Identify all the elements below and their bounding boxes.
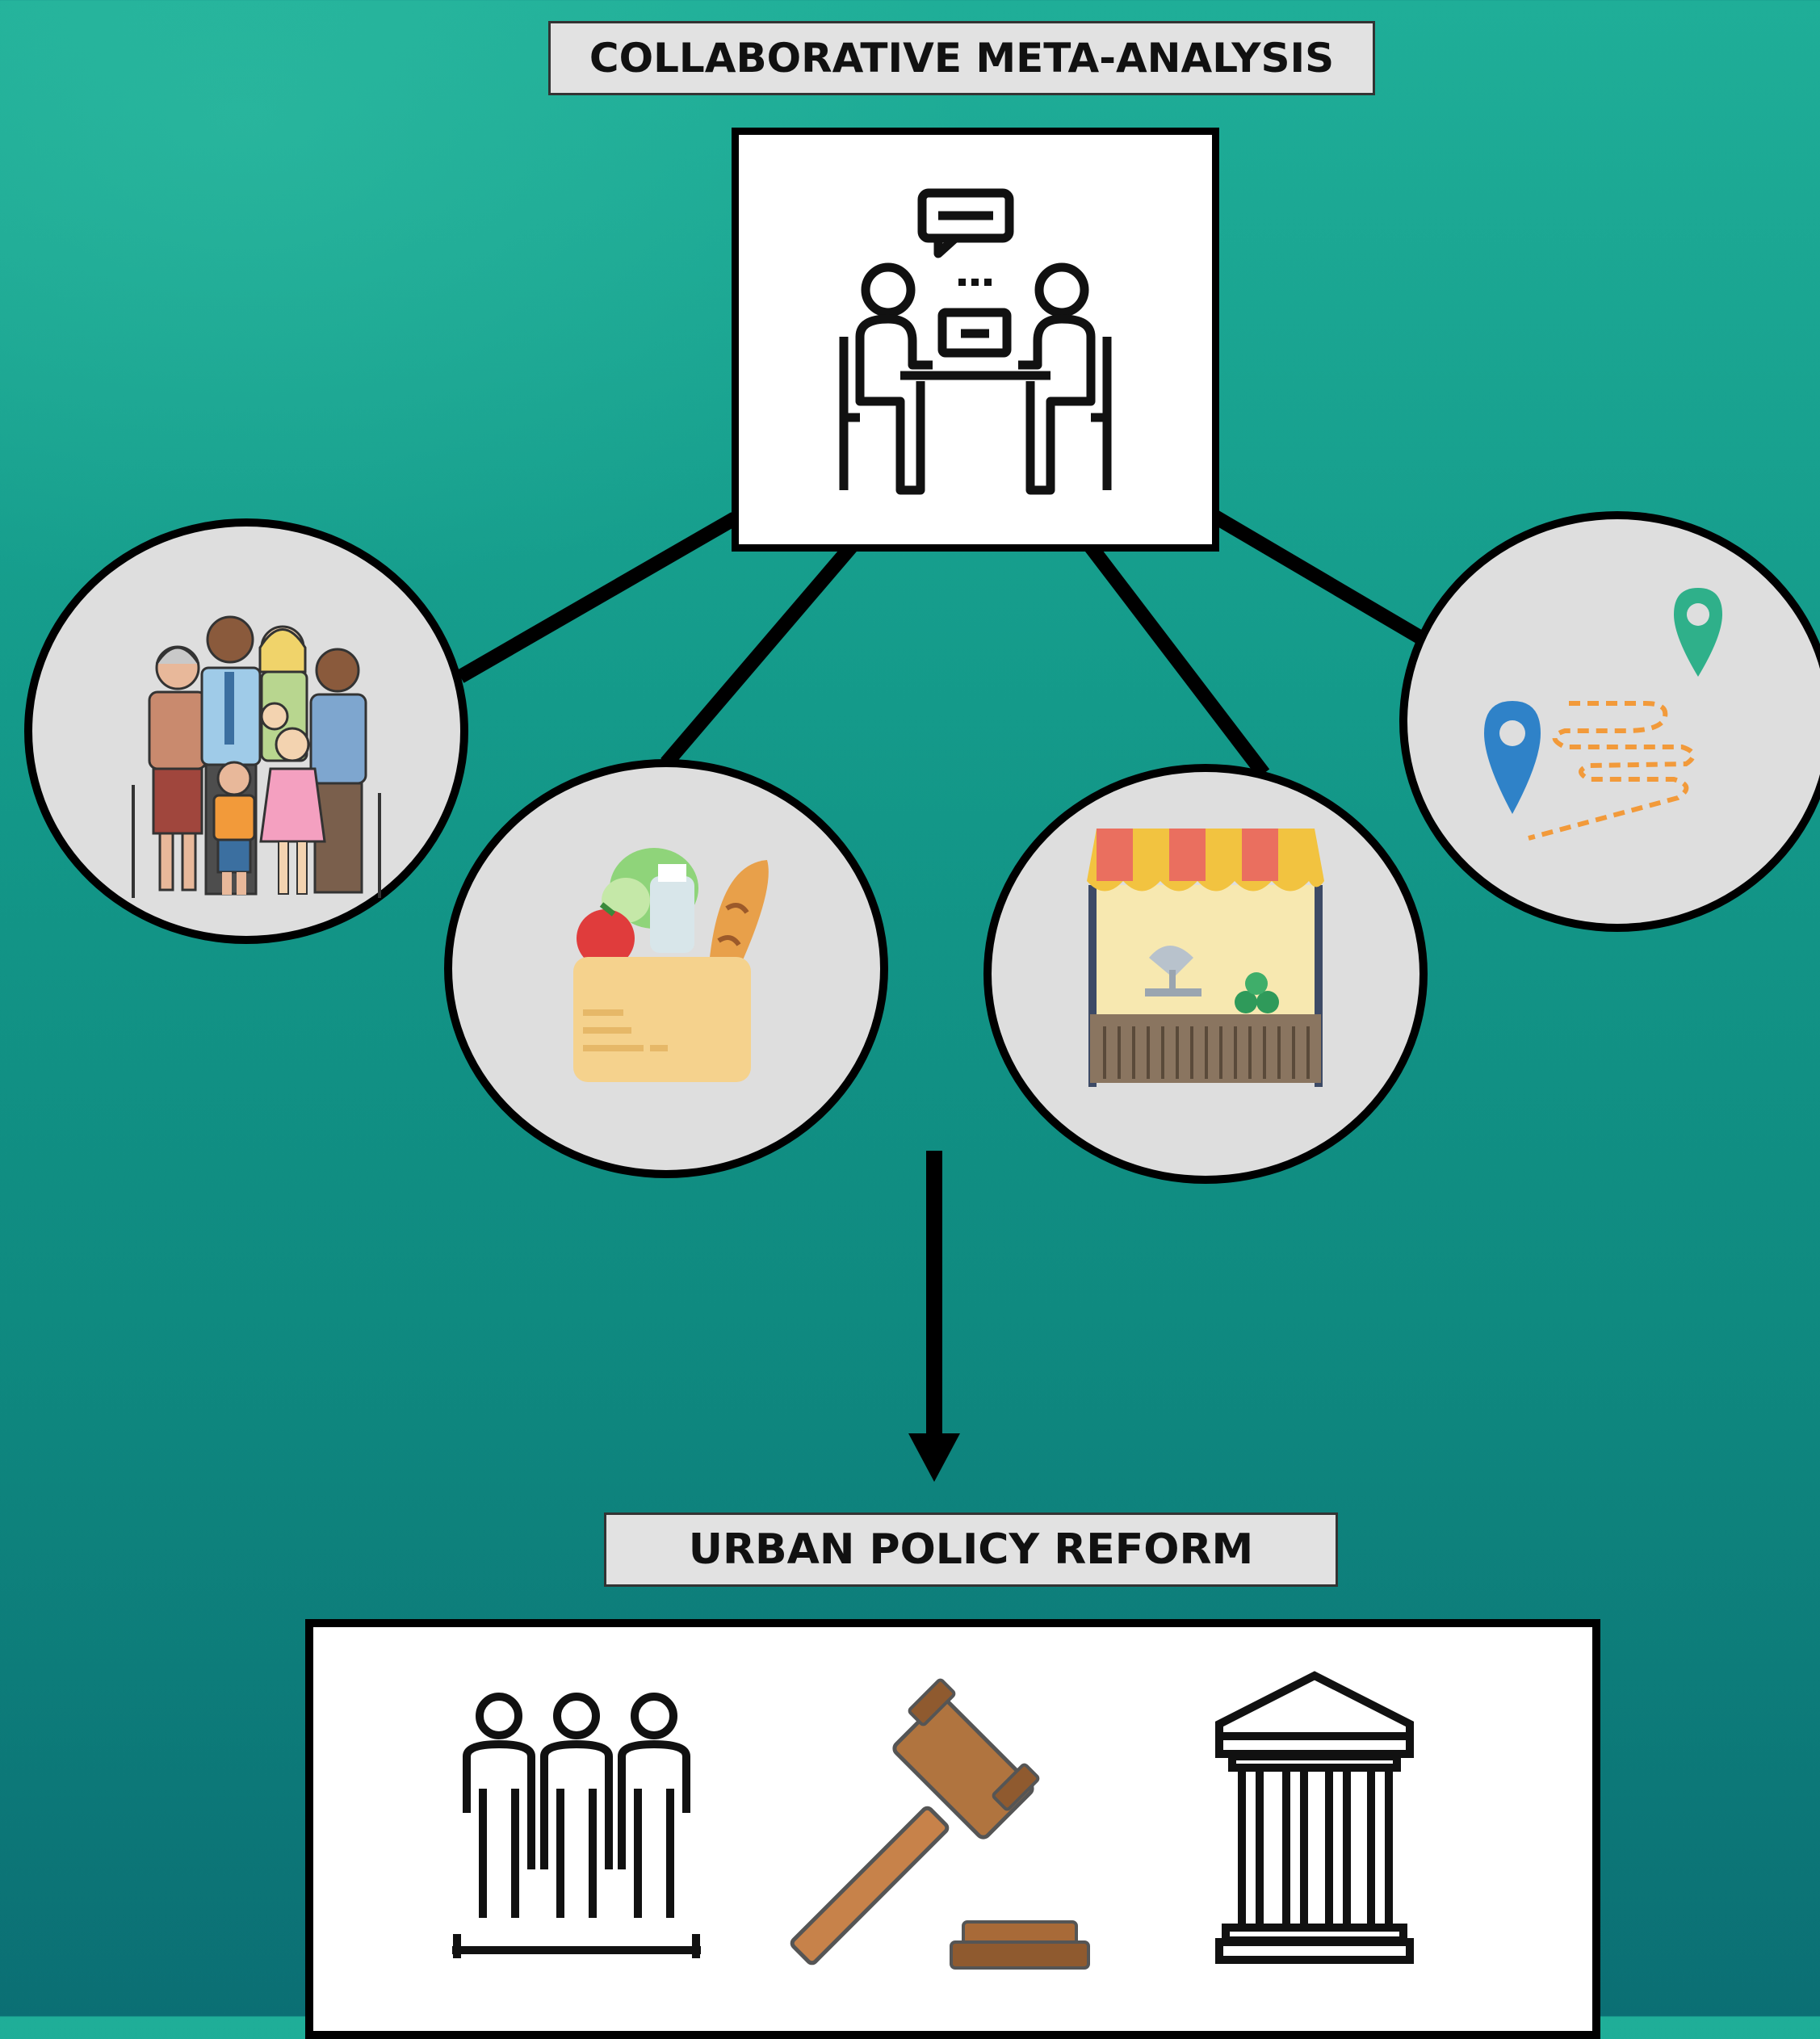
policymakers-icon xyxy=(452,1693,701,1958)
route-map-pins-icon xyxy=(1484,588,1722,841)
market-stall-icon xyxy=(1087,829,1324,1087)
down-arrow xyxy=(908,1151,960,1482)
connector-family xyxy=(456,512,739,683)
grandfather-figure xyxy=(309,648,381,898)
node-grocery xyxy=(444,759,888,1178)
node-route xyxy=(1399,511,1820,932)
connector-market xyxy=(1084,541,1270,778)
title-label: COLLABORATIVE META-ANALYSIS xyxy=(548,21,1375,95)
reform-icons-panel xyxy=(305,1619,1600,2039)
connector-grocery xyxy=(660,541,858,768)
grocery-bag-icon xyxy=(573,848,769,1082)
grandmother-figure xyxy=(132,645,208,898)
connector-route xyxy=(1211,510,1425,644)
government-building-icon xyxy=(1215,1671,1414,1964)
family-community-icon xyxy=(132,615,381,898)
girl-figure xyxy=(259,727,326,895)
boy-figure xyxy=(212,761,256,895)
center-meeting-box xyxy=(732,128,1219,552)
node-market xyxy=(983,764,1428,1184)
stall-awning xyxy=(1087,829,1324,892)
gavel-icon xyxy=(790,1678,1090,1970)
meeting-discussion-icon xyxy=(839,188,1112,495)
outcome-label: URBAN POLICY REFORM xyxy=(604,1512,1338,1587)
node-family xyxy=(24,518,468,944)
reform-icons xyxy=(452,1671,1414,1970)
